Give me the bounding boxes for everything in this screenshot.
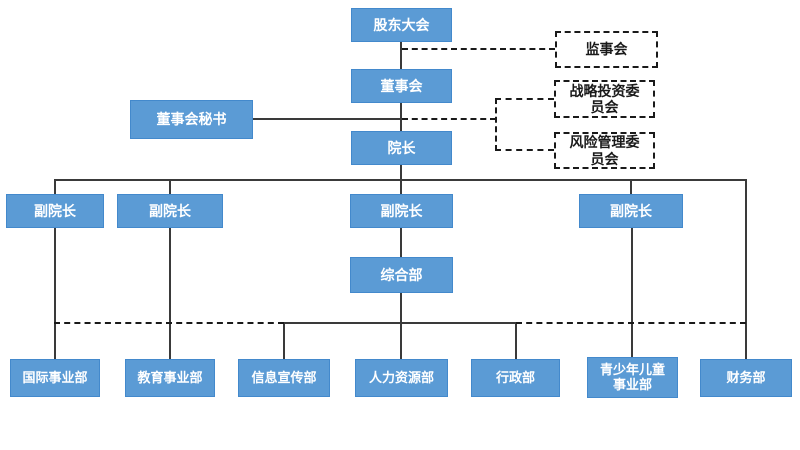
connector-bus-vp4: [630, 179, 632, 194]
node-education-dept: 教育事业部: [125, 359, 215, 397]
node-vice-dean-1: 副院长: [6, 194, 104, 228]
connector-secretary-trunk: [253, 118, 401, 120]
connector-bottom-bus-solid-segment: [284, 322, 516, 324]
node-supervisory-board: 监事会: [555, 31, 658, 68]
node-general-dept: 综合部: [350, 257, 453, 293]
node-international-dept: 国际事业部: [10, 359, 100, 397]
dashed-bottom-bus-left: [54, 322, 284, 324]
node-risk-management-cmte: 风险管理委 员会: [554, 132, 655, 169]
node-strategic-investment-cmte: 战略投资委 员会: [554, 80, 655, 118]
node-hr-dept: 人力资源部: [355, 359, 448, 397]
dashed-connector-risk: [495, 149, 554, 151]
connector-bus-finance: [745, 179, 747, 359]
node-youth-children-dept: 青少年儿童 事业部: [587, 357, 678, 398]
connector-bus-vp1: [54, 179, 56, 194]
dashed-connector-committees-branch: [495, 98, 497, 151]
connector-general-hr: [400, 293, 402, 359]
connector-vp3-general: [400, 228, 402, 257]
node-info-publicity-dept: 信息宣传部: [238, 359, 330, 397]
node-board-of-directors: 董事会: [351, 69, 452, 103]
connector-vp2-edu: [169, 228, 171, 359]
connector-bus-vp2: [169, 179, 171, 194]
node-board-secretary: 董事会秘书: [130, 100, 253, 139]
connector-vp1-intl: [54, 228, 56, 359]
node-vice-dean-4: 副院长: [579, 194, 683, 228]
dashed-connector-strategic: [495, 98, 554, 100]
connector-bus-info: [283, 322, 285, 359]
node-admin-dept: 行政部: [471, 359, 560, 397]
connector-vp-bus: [54, 179, 746, 181]
node-shareholders-meeting: 股东大会: [351, 8, 452, 42]
dashed-connector-supervisory: [402, 48, 555, 50]
node-vice-dean-2: 副院长: [117, 194, 223, 228]
node-dean: 院长: [351, 131, 452, 165]
node-vice-dean-3: 副院长: [350, 194, 453, 228]
dashed-bottom-bus-right: [516, 322, 746, 324]
connector-vp4-youth: [631, 228, 633, 358]
connector-board-dean: [400, 103, 402, 131]
connector-bus-admin: [515, 322, 517, 359]
connector-shareholders-board: [400, 42, 402, 69]
dashed-connector-committees-stub: [402, 118, 496, 120]
node-finance-dept: 财务部: [700, 359, 792, 397]
